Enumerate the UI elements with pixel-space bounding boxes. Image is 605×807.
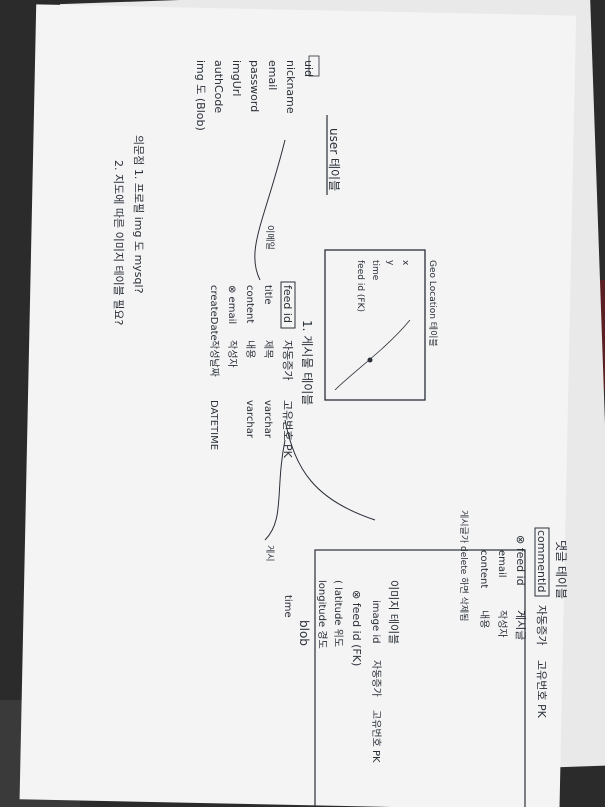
question-0: 의문점 1. 프로필 img 도 mysql? — [132, 135, 145, 294]
feed-row-0-desc: 자동증가 — [281, 340, 294, 380]
paper-sheet — [19, 4, 577, 807]
user-feed-link — [254, 139, 286, 281]
image-table: 이미지 테이블 image id 자동증가 고유번호 PK ⊗ feed id … — [282, 549, 526, 807]
feed-row-2-desc: 내용 — [244, 340, 256, 358]
feed-row-4-desc: 작성날짜 — [208, 340, 220, 377]
comment-row-0-type: 고유번호 PK — [535, 660, 548, 719]
image-link-label: 게시 — [264, 545, 275, 562]
image-row-4-name: blob — [297, 620, 311, 646]
feed-table-title: 1. 게시물 테이블 — [300, 320, 314, 405]
feed-row-4-type: DATETIME — [208, 400, 219, 450]
user-field-3: password — [248, 60, 261, 112]
comment-row-0-desc: 자동증가 — [535, 605, 548, 645]
comment-row-1-desc: 게시글 — [514, 610, 527, 640]
image-row-5-name: time — [282, 595, 293, 618]
feed-image-link — [264, 439, 286, 541]
user-field-6: img 도 (Blob) — [194, 60, 207, 131]
image-row-0-type: 고유번호 PK — [370, 710, 382, 763]
image-row-3-name: longitude 경도 — [316, 580, 329, 649]
feed-row-3-desc: 작성자 — [226, 340, 238, 368]
comment-row-2-name: email — [496, 550, 507, 578]
user-table-title: user 테이블 — [327, 128, 341, 191]
comment-note: 게시글가 delete 하면 삭제됨 — [458, 510, 470, 621]
questions: 의문점 1. 프로필 img 도 mysql? 2. 지도에 따른 이미지 테이… — [112, 135, 145, 326]
geo-box-frame — [324, 249, 426, 401]
user-field-4: imgUrl — [230, 60, 243, 96]
user-field-1: nickname — [284, 60, 297, 114]
comment-table-title: 댓글 테이블 — [554, 540, 568, 599]
feed-row-2-type: varchar — [244, 400, 255, 439]
comment-table: 댓글 테이블 commentId 자동증가 고유번호 PK ⊗ feed id … — [458, 510, 568, 719]
feed-row-1-type: varchar — [262, 400, 273, 439]
feed-id-box — [280, 281, 296, 329]
image-row-1-name: ⊗ feed id (FK) — [350, 590, 363, 666]
comment-row-1-name: ⊗ feed id — [514, 535, 527, 586]
feed-row-0-name: feed id — [281, 285, 294, 323]
feed-comment-link — [284, 419, 376, 521]
handwritten-notes: user 테이블 uid nickname email password img… — [112, 55, 568, 807]
feed-link-label: 이메일 — [264, 225, 275, 250]
image-table-frame — [314, 549, 526, 807]
image-row-0-desc: 자동증가 — [370, 660, 382, 697]
geo-field-1: y — [385, 260, 395, 266]
geo-map-dot — [367, 357, 373, 363]
feed-row-1-name: title — [262, 285, 273, 305]
feed-row-4-name: createDate — [208, 285, 219, 341]
geo-box-title: Geo Location 테이블 — [427, 260, 438, 347]
image-row-2-name: ( latitude 위도 — [332, 580, 345, 647]
geo-field-3: feed id (FK) — [355, 260, 365, 312]
feed-row-1-desc: 제목 — [262, 340, 274, 358]
feed-row-2-name: content — [244, 285, 255, 323]
geo-location-box: Geo Location 테이블 x y time feed id (FK) — [324, 249, 438, 401]
image-row-0-name: image id — [370, 600, 381, 643]
user-table: user 테이블 uid nickname email password img… — [194, 55, 341, 195]
feed-row-3-name: ⊗ email — [226, 285, 237, 324]
comment-row-3-name: content — [478, 550, 489, 588]
geo-field-2: time — [370, 260, 380, 281]
geo-field-0: x — [400, 260, 410, 266]
comment-row-0-name: commentId — [535, 530, 548, 593]
comment-row-3-desc: 내용 — [478, 610, 490, 628]
question-1: 2. 지도에 따른 이미지 테이블 필요? — [112, 160, 125, 326]
comment-id-box — [534, 527, 550, 597]
user-field-0: uid — [302, 60, 315, 77]
user-field-2: email — [266, 60, 279, 90]
uid-box — [308, 55, 320, 77]
image-table-title: 이미지 테이블 — [387, 580, 400, 644]
comment-row-2-desc: 작성자 — [496, 610, 508, 638]
user-field-5: authCode — [212, 60, 225, 113]
